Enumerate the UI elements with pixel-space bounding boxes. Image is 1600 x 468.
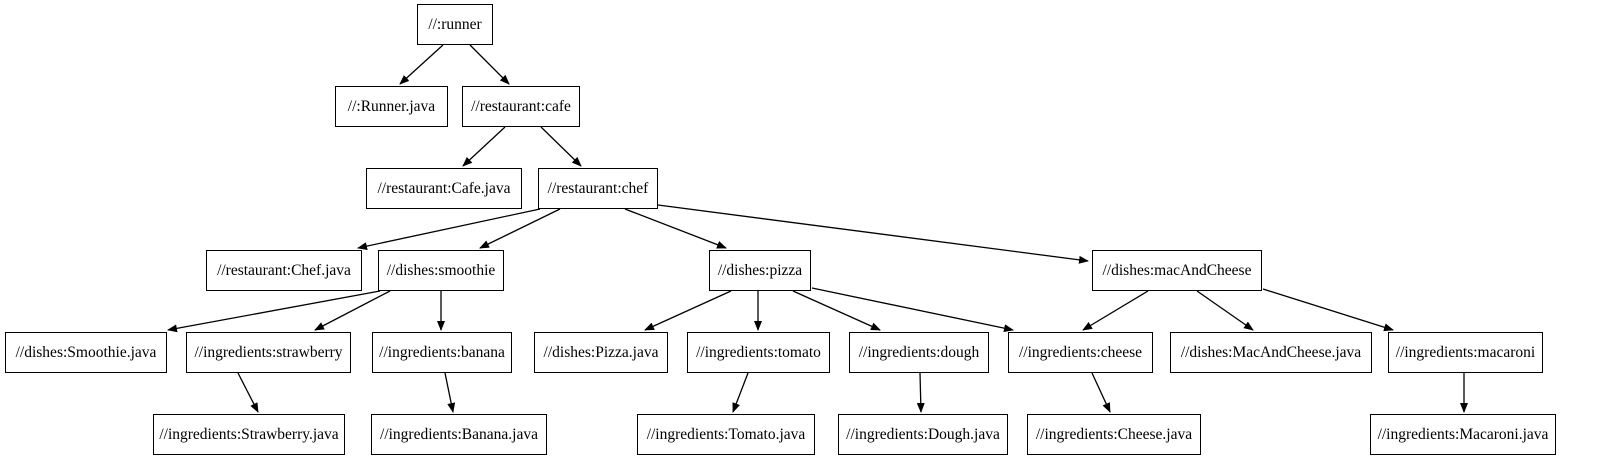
graph-node-dishes_macandcheese[interactable]: //dishes:macAndCheese: [1092, 250, 1262, 291]
graph-node-dishes_smoothie[interactable]: //dishes:smoothie: [378, 250, 504, 291]
graph-node-ing_macaroni[interactable]: //ingredients:macaroni: [1388, 332, 1543, 373]
graph-edge-dishes_pizza-to-ing_cheese: [811, 287, 1014, 333]
graph-node-label: //restaurant:chef: [547, 179, 649, 197]
graph-node-macaroni_java[interactable]: //ingredients:Macaroni.java: [1370, 414, 1556, 455]
graph-node-label: //ingredients:Macaroni.java: [1377, 425, 1549, 443]
graph-edge-restaurant_cafe-to-restaurant_chef: [540, 126, 582, 167]
graph-edge-dishes_smoothie-to-ing_strawberry: [314, 290, 391, 331]
graph-node-dishes_pizza[interactable]: //dishes:pizza: [709, 250, 811, 291]
graph-edge-ing_cheese-to-cheese_java: [1091, 372, 1111, 413]
graph-node-pizza_java[interactable]: //dishes:Pizza.java: [534, 332, 668, 373]
graph-edge-dishes_pizza-to-pizza_java: [644, 290, 732, 331]
graph-node-label: //ingredients:macaroni: [1395, 343, 1536, 361]
graph-node-label: //ingredients:Cheese.java: [1035, 425, 1193, 443]
graph-node-label: //ingredients:dough: [858, 343, 980, 361]
graph-node-ing_tomato[interactable]: //ingredients:tomato: [687, 332, 830, 373]
graph-edge-dishes_macandcheese-to-ing_cheese: [1082, 290, 1149, 331]
graph-node-cheese_java[interactable]: //ingredients:Cheese.java: [1027, 414, 1201, 455]
graph-node-label: //ingredients:Strawberry.java: [159, 425, 339, 443]
graph-edge-dishes_macandcheese-to-ing_macaroni: [1262, 288, 1394, 332]
graph-edge-dishes_smoothie-to-smoothie_java: [167, 290, 381, 333]
graph-edge-ing_tomato-to-tomato_java: [732, 372, 749, 413]
graph-node-ing_banana[interactable]: //ingredients:banana: [372, 332, 512, 373]
graph-edge-restaurant_chef-to-dishes_pizza: [624, 208, 727, 249]
graph-node-label: //dishes:Pizza.java: [543, 343, 659, 361]
graph-node-label: //ingredients:Banana.java: [380, 425, 538, 443]
graph-node-label: //dishes:Smoothie.java: [15, 343, 157, 361]
graph-node-ing_cheese[interactable]: //ingredients:cheese: [1008, 332, 1153, 373]
graph-node-ing_dough[interactable]: //ingredients:dough: [849, 332, 989, 373]
graph-edge-dishes_pizza-to-ing_dough: [792, 290, 881, 331]
graph-node-label: //ingredients:Dough.java: [846, 425, 1000, 443]
graph-node-macandcheese_java[interactable]: //dishes:MacAndCheese.java: [1170, 332, 1372, 373]
graph-node-chef_java[interactable]: //restaurant:Chef.java: [206, 250, 362, 291]
graph-node-label: //ingredients:banana: [379, 343, 505, 361]
graph-edge-runner-to-restaurant_cafe: [469, 44, 510, 85]
graph-edge-ing_strawberry-to-strawberry_java: [237, 372, 259, 413]
graph-node-runner[interactable]: //:runner: [417, 4, 493, 45]
graph-node-banana_java[interactable]: //ingredients:Banana.java: [371, 414, 547, 455]
graph-node-label: //ingredients:tomato: [696, 343, 821, 361]
graph-node-label: //restaurant:Chef.java: [217, 261, 351, 279]
edge-lines: [167, 44, 1468, 413]
graph-node-restaurant_cafe[interactable]: //restaurant:cafe: [462, 86, 580, 127]
graph-node-dough_java[interactable]: //ingredients:Dough.java: [838, 414, 1008, 455]
graph-edge-restaurant_chef-to-dishes_smoothie: [479, 208, 561, 249]
graph-node-ing_strawberry[interactable]: //ingredients:strawberry: [186, 332, 351, 373]
graph-node-label: //ingredients:Tomato.java: [646, 425, 806, 443]
graph-edge-runner-to-runner_java: [399, 44, 444, 85]
graph-node-label: //:runner: [428, 15, 482, 33]
graph-node-label: //restaurant:cafe: [471, 97, 571, 115]
graph-node-label: //restaurant:Cafe.java: [377, 179, 511, 197]
graph-node-label: //ingredients:strawberry: [194, 343, 343, 361]
graph-node-label: //dishes:smoothie: [386, 261, 496, 279]
graph-edge-restaurant_chef-to-dishes_macandcheese: [657, 204, 1089, 264]
graph-node-strawberry_java[interactable]: //ingredients:Strawberry.java: [153, 414, 345, 455]
graph-node-label: //dishes:macAndCheese: [1102, 261, 1252, 279]
graph-node-runner_java[interactable]: //:Runner.java: [335, 86, 448, 127]
graph-node-label: //:Runner.java: [347, 97, 436, 115]
graph-edge-restaurant_chef-to-chef_java: [357, 208, 541, 251]
graph-node-tomato_java[interactable]: //ingredients:Tomato.java: [637, 414, 815, 455]
graph-node-label: //dishes:MacAndCheese.java: [1180, 343, 1362, 361]
graph-edge-dishes_macandcheese-to-macandcheese_java: [1196, 290, 1254, 331]
graph-edge-ing_banana-to-banana_java: [444, 372, 456, 413]
graph-edge-ing_dough-to-dough_java: [916, 372, 925, 413]
graph-node-label: //ingredients:cheese: [1018, 343, 1143, 361]
graph-node-label: //dishes:pizza: [717, 261, 803, 279]
graph-node-cafe_java[interactable]: //restaurant:Cafe.java: [366, 168, 522, 209]
graph-node-restaurant_chef[interactable]: //restaurant:chef: [538, 168, 658, 209]
graph-edge-restaurant_cafe-to-cafe_java: [462, 126, 506, 167]
graph-node-smoothie_java[interactable]: //dishes:Smoothie.java: [5, 332, 167, 373]
